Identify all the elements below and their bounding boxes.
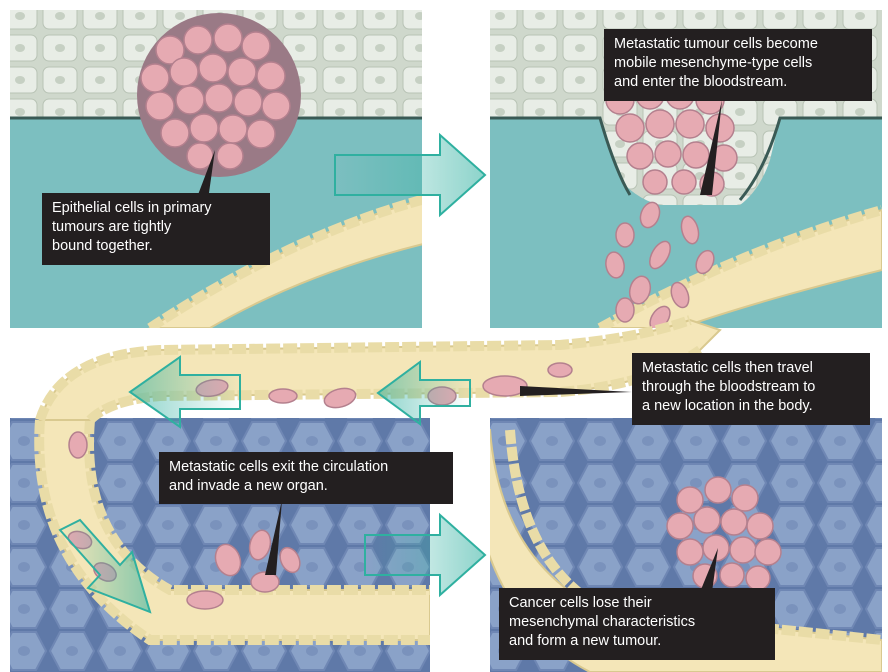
callout-enter-bloodstream: Metastatic tumour cells become mobile me… [604,29,872,101]
callout-exit-circulation: Metastatic cells exit the circulation an… [159,452,453,504]
primary-tumour-mass [137,13,301,177]
callout-travel: Metastatic cells then travel through the… [632,353,870,425]
blood-vessel-middle [40,320,720,420]
callout-primary-tumour: Epithelial cells in primary tumours are … [42,193,270,265]
callout-new-tumour: Cancer cells lose their mesenchymal char… [499,588,775,660]
